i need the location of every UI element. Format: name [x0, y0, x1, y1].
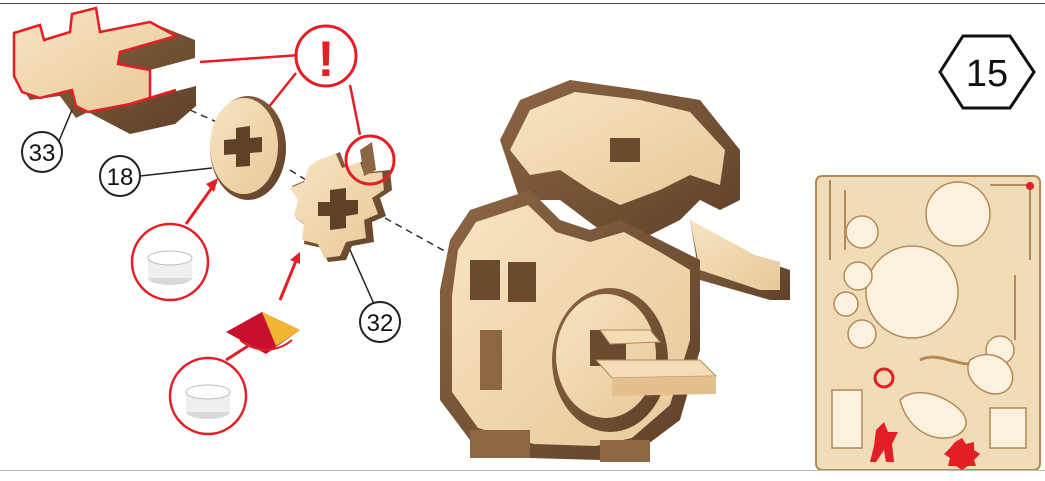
bottom-divider — [0, 470, 1045, 471]
tealight-candle-icon — [132, 178, 218, 300]
glue-icon — [226, 252, 300, 354]
callout-33-label: 33 — [29, 140, 56, 167]
callout-32-label: 32 — [367, 310, 394, 337]
callout-18: 18 — [100, 156, 212, 196]
callout-18-label: 18 — [107, 164, 134, 191]
step-number-badge: 15 — [940, 36, 1034, 108]
top-divider — [0, 3, 1045, 4]
tealight-candle-icon-2 — [170, 346, 248, 434]
warning-icon: ! — [296, 26, 356, 87]
parts-sheet-thumbnail — [816, 176, 1040, 470]
callout-32: 32 — [350, 250, 400, 342]
part-33-piece — [14, 8, 196, 134]
main-assembly — [440, 80, 790, 462]
warning-symbol: ! — [318, 31, 335, 87]
callout-33: 33 — [22, 110, 72, 172]
step-number: 15 — [966, 53, 1008, 95]
part-18-ring — [210, 96, 286, 200]
part-32-gear — [290, 152, 392, 262]
